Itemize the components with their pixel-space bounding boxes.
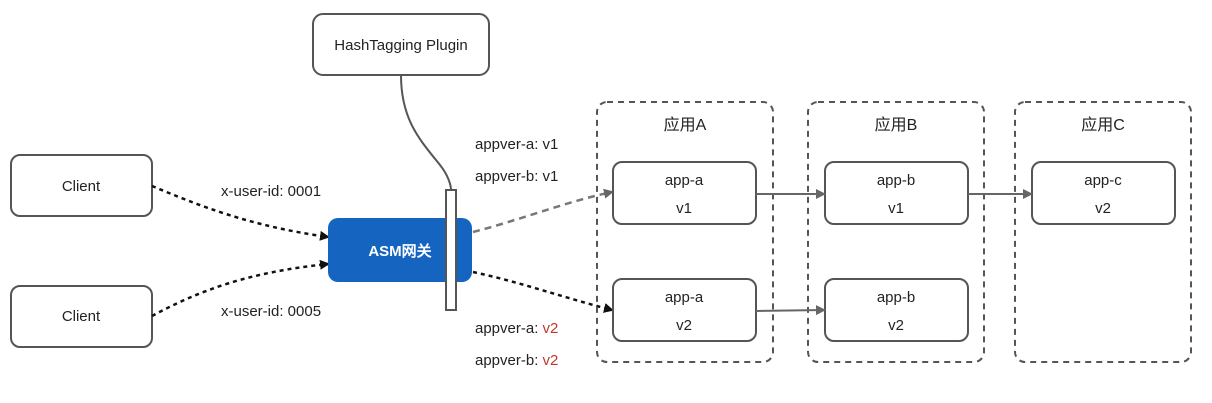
service-name: app-b — [877, 172, 915, 189]
service-app-b-v1: app-b v1 — [824, 161, 969, 225]
group-title-b: 应用B — [875, 115, 918, 134]
plugin-node: HashTagging Plugin — [312, 13, 490, 76]
service-app-a-v1: app-a v1 — [612, 161, 757, 225]
group-app-a: 应用A app-a v1 app-a v2 — [596, 101, 774, 363]
client-header-1: x-user-id: 0001 — [221, 183, 321, 200]
service-version: v2 — [1095, 200, 1111, 217]
service-app-a-v2: app-a v2 — [612, 278, 757, 342]
group-app-b: 应用B app-b v1 app-b v2 — [807, 101, 985, 363]
service-name: app-a — [665, 289, 704, 306]
plugin-connector — [400, 74, 452, 191]
client-label-1: Client — [62, 178, 101, 195]
service-version: v2 — [888, 317, 904, 334]
client-label-2: Client — [62, 308, 101, 325]
gateway-node: ASM网关 — [328, 218, 472, 282]
route-v2-appver-b: appver-b: v2 — [475, 352, 558, 369]
gateway-label: ASM网关 — [368, 242, 431, 260]
client-node-2: Client — [10, 285, 153, 348]
service-version: v1 — [888, 200, 904, 217]
app-a-v2-to-app-b-v2-arrow — [755, 305, 826, 316]
route-v2-appver-a: appver-a: v2 — [475, 320, 558, 337]
group-title-c: 应用C — [1081, 115, 1125, 134]
service-name: app-c — [1084, 172, 1122, 189]
client-node-1: Client — [10, 154, 153, 217]
plugin-label: HashTagging Plugin — [334, 37, 467, 54]
service-app-c-v2: app-c v2 — [1031, 161, 1176, 225]
service-version: v2 — [676, 317, 692, 334]
plugin-hook-bar — [445, 189, 457, 311]
route-v1-appver-a: appver-a: v1 — [475, 136, 558, 153]
service-version: v1 — [676, 200, 692, 217]
gateway-to-app-a-v1-arrow — [472, 188, 614, 234]
route-v1-appver-b: appver-b: v1 — [475, 168, 558, 185]
group-title-a: 应用A — [664, 115, 707, 134]
client-1-to-gateway-arrow — [151, 184, 330, 241]
client-header-2: x-user-id: 0005 — [221, 303, 321, 320]
client-2-to-gateway-arrow — [151, 259, 330, 318]
gateway-to-app-a-v2-arrow — [472, 270, 614, 313]
group-app-c: 应用C app-c v2 — [1014, 101, 1192, 363]
service-app-b-v2: app-b v2 — [824, 278, 969, 342]
service-name: app-b — [877, 289, 915, 306]
service-name: app-a — [665, 172, 704, 189]
